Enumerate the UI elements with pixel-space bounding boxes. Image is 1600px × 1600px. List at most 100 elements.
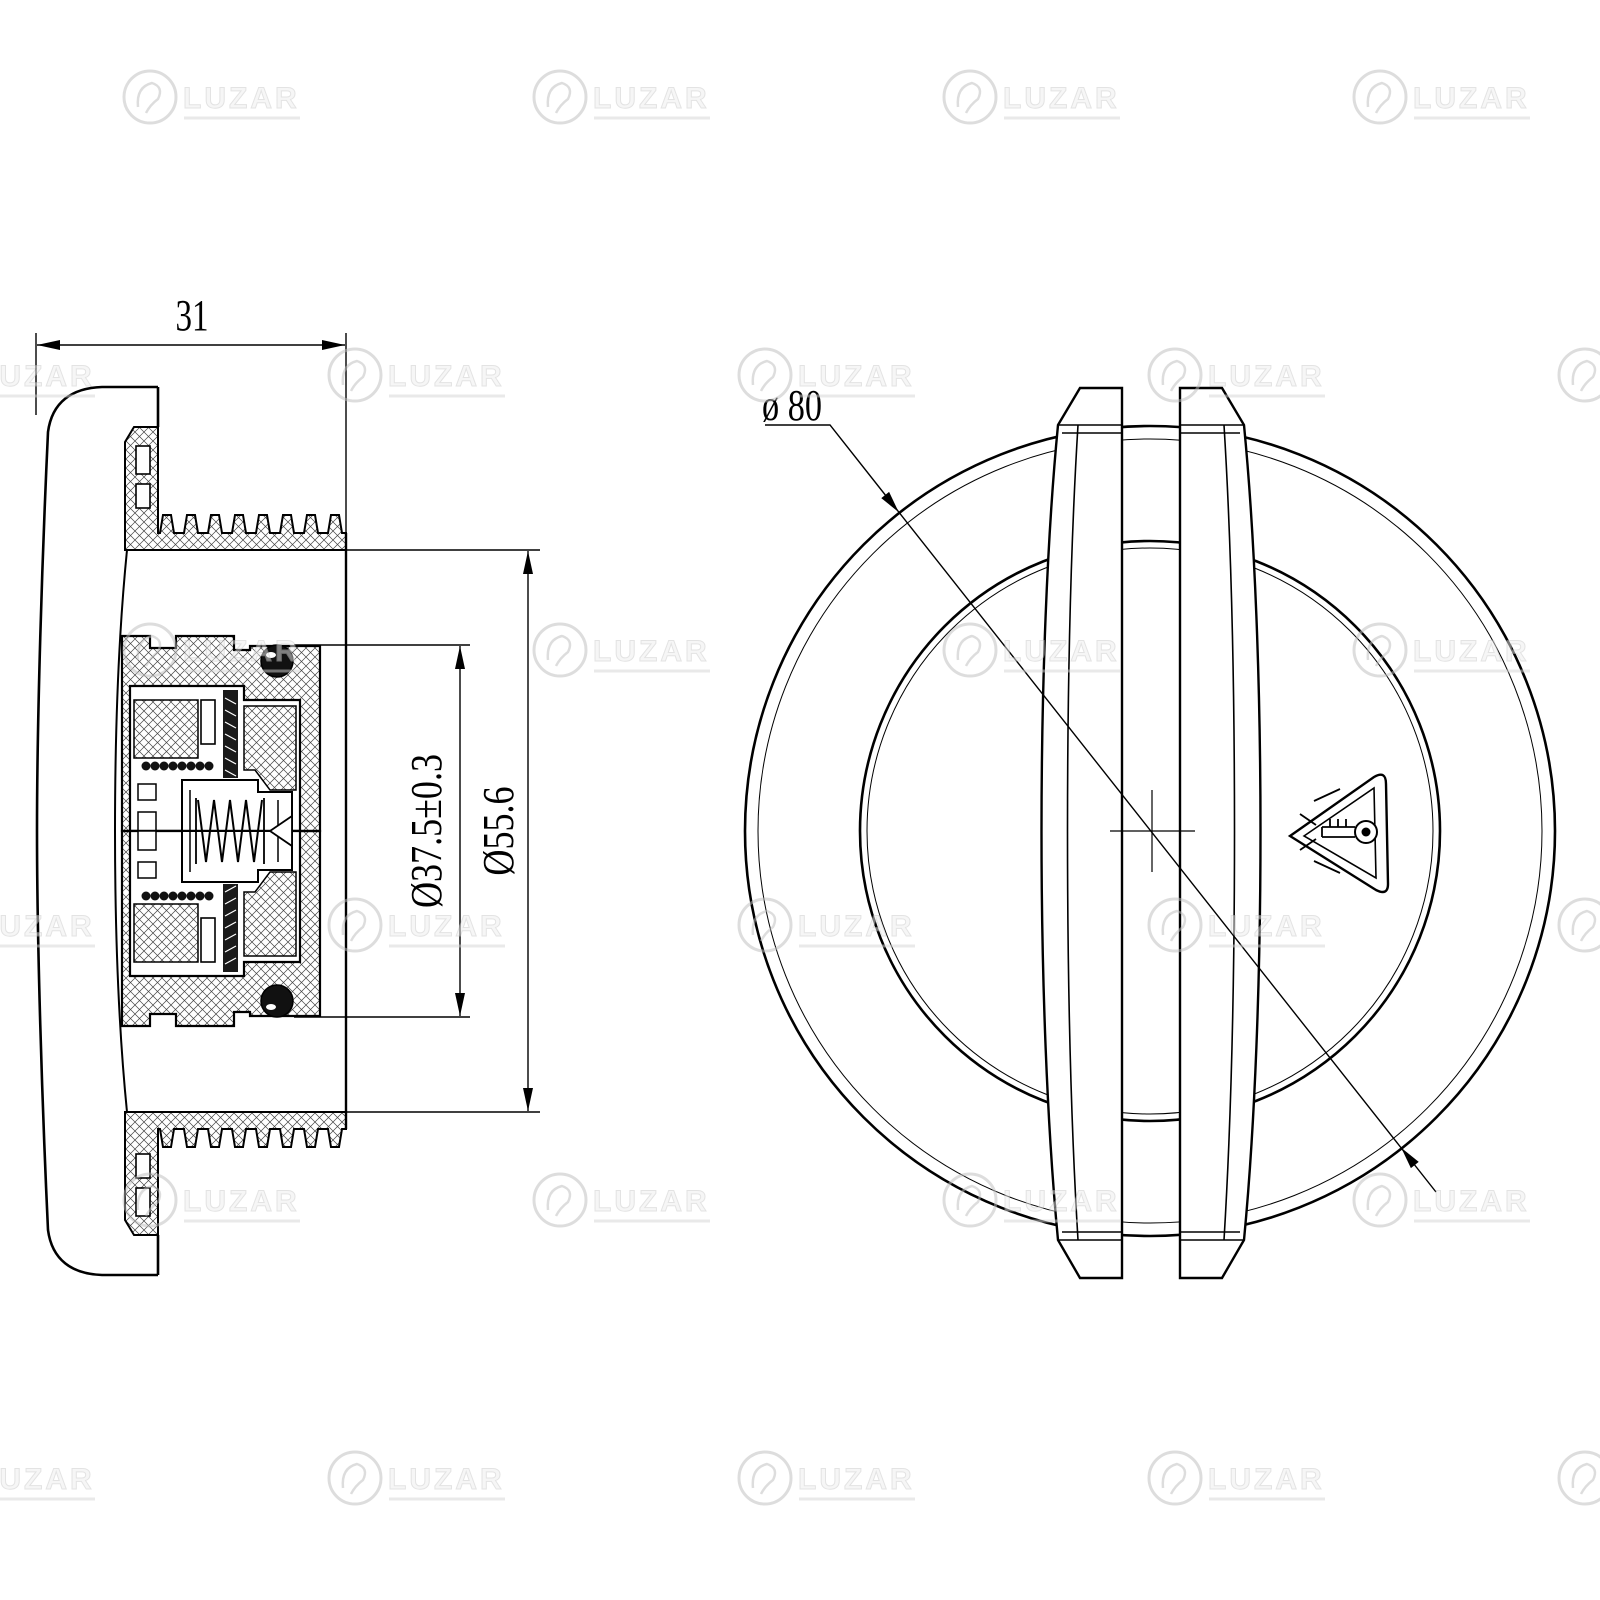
- clip-spring-coils: [224, 697, 237, 777]
- watermark-dragon-icon: [546, 81, 572, 114]
- watermark-emblem-icon: [942, 1172, 998, 1228]
- cap-inner-circle: [858, 539, 1442, 1123]
- watermark-logo: LUZAR: [327, 1450, 505, 1506]
- watermark-dragon-icon: [341, 909, 367, 942]
- thermometer-stem: [1321, 819, 1355, 838]
- watermark-text: LUZAR: [593, 635, 710, 668]
- watermark-text: LUZAR: [593, 82, 710, 115]
- watermark-emblem-icon: [737, 897, 793, 953]
- watermark-logo: LUZAR: [942, 69, 1120, 125]
- watermark-emblem-icon: [532, 69, 588, 125]
- watermark-dragon-icon: [546, 1184, 572, 1217]
- watermark-text: LUZAR: [1413, 82, 1530, 115]
- watermark-logo: LUZAR: [0, 910, 95, 948]
- watermark-layer: LUZAR LUZAR LUZAR LUZAR LUZAR LUZAR LUZAR LUZAR…: [0, 69, 1600, 1506]
- watermark-text: LUZAR: [388, 360, 505, 393]
- coil-section: [141, 761, 151, 771]
- side-view: 31 Ø55.6 Ø37.5±0.3: [35, 292, 540, 1277]
- grip-handle-right: [1178, 386, 1262, 1280]
- watermark-emblem-icon: [327, 1450, 383, 1506]
- arrow-up: [455, 646, 465, 669]
- watermark-text: LUZAR: [1003, 82, 1120, 115]
- watermark-emblem-icon: [1352, 69, 1408, 125]
- coil-section: [204, 761, 214, 771]
- watermark-logo: LUZAR: [0, 360, 95, 398]
- clip-spring: [223, 690, 238, 778]
- watermark-dragon-icon: [751, 909, 777, 942]
- watermark-text: LUZAR: [798, 910, 915, 943]
- watermark-dragon-icon: [956, 1184, 982, 1217]
- watermark-text: LUZAR: [798, 1463, 915, 1496]
- watermark-text: LUZAR: [183, 1185, 300, 1218]
- watermark-emblem-icon: [1147, 347, 1203, 403]
- skirt-slot: [135, 483, 151, 509]
- watermark-emblem-icon: [1557, 897, 1600, 953]
- watermark-dragon-icon: [956, 634, 982, 667]
- watermark-logo: LUZAR: [532, 622, 710, 678]
- watermark-logo: LUZAR: [1352, 1172, 1530, 1228]
- neck-diameter-label: Ø55.6: [474, 786, 523, 875]
- watermark-logo: LUZAR: [1557, 1450, 1600, 1506]
- valve-seat-section: [133, 699, 199, 759]
- watermark-logo: LUZAR: [1557, 897, 1600, 953]
- cap-dome-inner-line: [114, 549, 128, 832]
- watermark-emblem-icon: [532, 1172, 588, 1228]
- cap-outer-bevel: [757, 438, 1543, 1224]
- skirt-slot: [135, 445, 151, 475]
- valve-stop: [137, 811, 157, 832]
- thread-section: [124, 426, 347, 551]
- extension-lines: [294, 644, 470, 1018]
- arrow-down: [455, 993, 465, 1016]
- cap-inner-bevel: [866, 547, 1434, 1115]
- watermark-text: LUZAR: [183, 82, 300, 115]
- valve-stop: [137, 783, 157, 801]
- watermark-logo: LUZAR: [737, 1450, 915, 1506]
- watermark-dragon-icon: [1161, 359, 1187, 392]
- arrow-bottom: [1401, 1147, 1419, 1169]
- watermark-logo: LUZAR: [532, 69, 710, 125]
- watermark-dragon-icon: [956, 81, 982, 114]
- watermark-emblem-icon: [1557, 347, 1600, 403]
- watermark-text: LUZAR: [0, 360, 95, 393]
- watermark-dragon-icon: [1366, 1184, 1392, 1217]
- watermark-emblem-icon: [1352, 622, 1408, 678]
- watermark-emblem-icon: [1352, 1172, 1408, 1228]
- watermark-text: LUZAR: [388, 1463, 505, 1496]
- watermark-logo: LUZAR: [737, 897, 915, 953]
- watermark-dragon-icon: [751, 1462, 777, 1495]
- length-dimension: 31: [35, 292, 347, 533]
- hot-coolant-warning-icon: [1287, 773, 1390, 894]
- watermark-dragon-icon: [136, 634, 162, 667]
- seal-diameter-dimension: Ø37.5±0.3: [294, 644, 470, 1018]
- watermark-text: LUZAR: [0, 910, 95, 943]
- vacuum-spring: [197, 799, 263, 863]
- watermark-logo: LUZAR: [122, 69, 300, 125]
- watermark-logo: LUZAR: [942, 1172, 1120, 1228]
- coil-section: [168, 761, 178, 771]
- watermark-logo: LUZAR: [122, 622, 300, 678]
- valve-pointer: [268, 814, 293, 848]
- watermark-emblem-icon: [122, 1172, 178, 1228]
- watermark-dragon-icon: [546, 634, 572, 667]
- watermark-text: LUZAR: [0, 1463, 95, 1496]
- watermark-logo: LUZAR: [942, 622, 1120, 678]
- grip-handle-right-bevel: [1180, 424, 1244, 1241]
- watermark-emblem-icon: [1147, 1450, 1203, 1506]
- watermark-emblem-icon: [532, 622, 588, 678]
- watermark-text: LUZAR: [1208, 910, 1325, 943]
- watermark-dragon-icon: [1161, 1462, 1187, 1495]
- watermark-text: LUZAR: [388, 910, 505, 943]
- watermark-dragon-icon: [1366, 634, 1392, 667]
- watermark-dragon-icon: [341, 1462, 367, 1495]
- outer-diameter-dimension: ø 80: [762, 381, 1437, 1193]
- outer-diameter-label: ø 80: [762, 381, 822, 430]
- coil-section: [150, 761, 160, 771]
- arrow-left: [37, 340, 60, 350]
- extension-lines: [346, 549, 540, 1113]
- main-spring-coil-row: [141, 761, 214, 771]
- spring-plates: [195, 798, 265, 864]
- watermark-dragon-icon: [1161, 909, 1187, 942]
- watermark-text: LUZAR: [1003, 1185, 1120, 1218]
- watermark-logo: LUZAR: [1147, 1450, 1325, 1506]
- watermark-logo: LUZAR: [0, 1463, 95, 1501]
